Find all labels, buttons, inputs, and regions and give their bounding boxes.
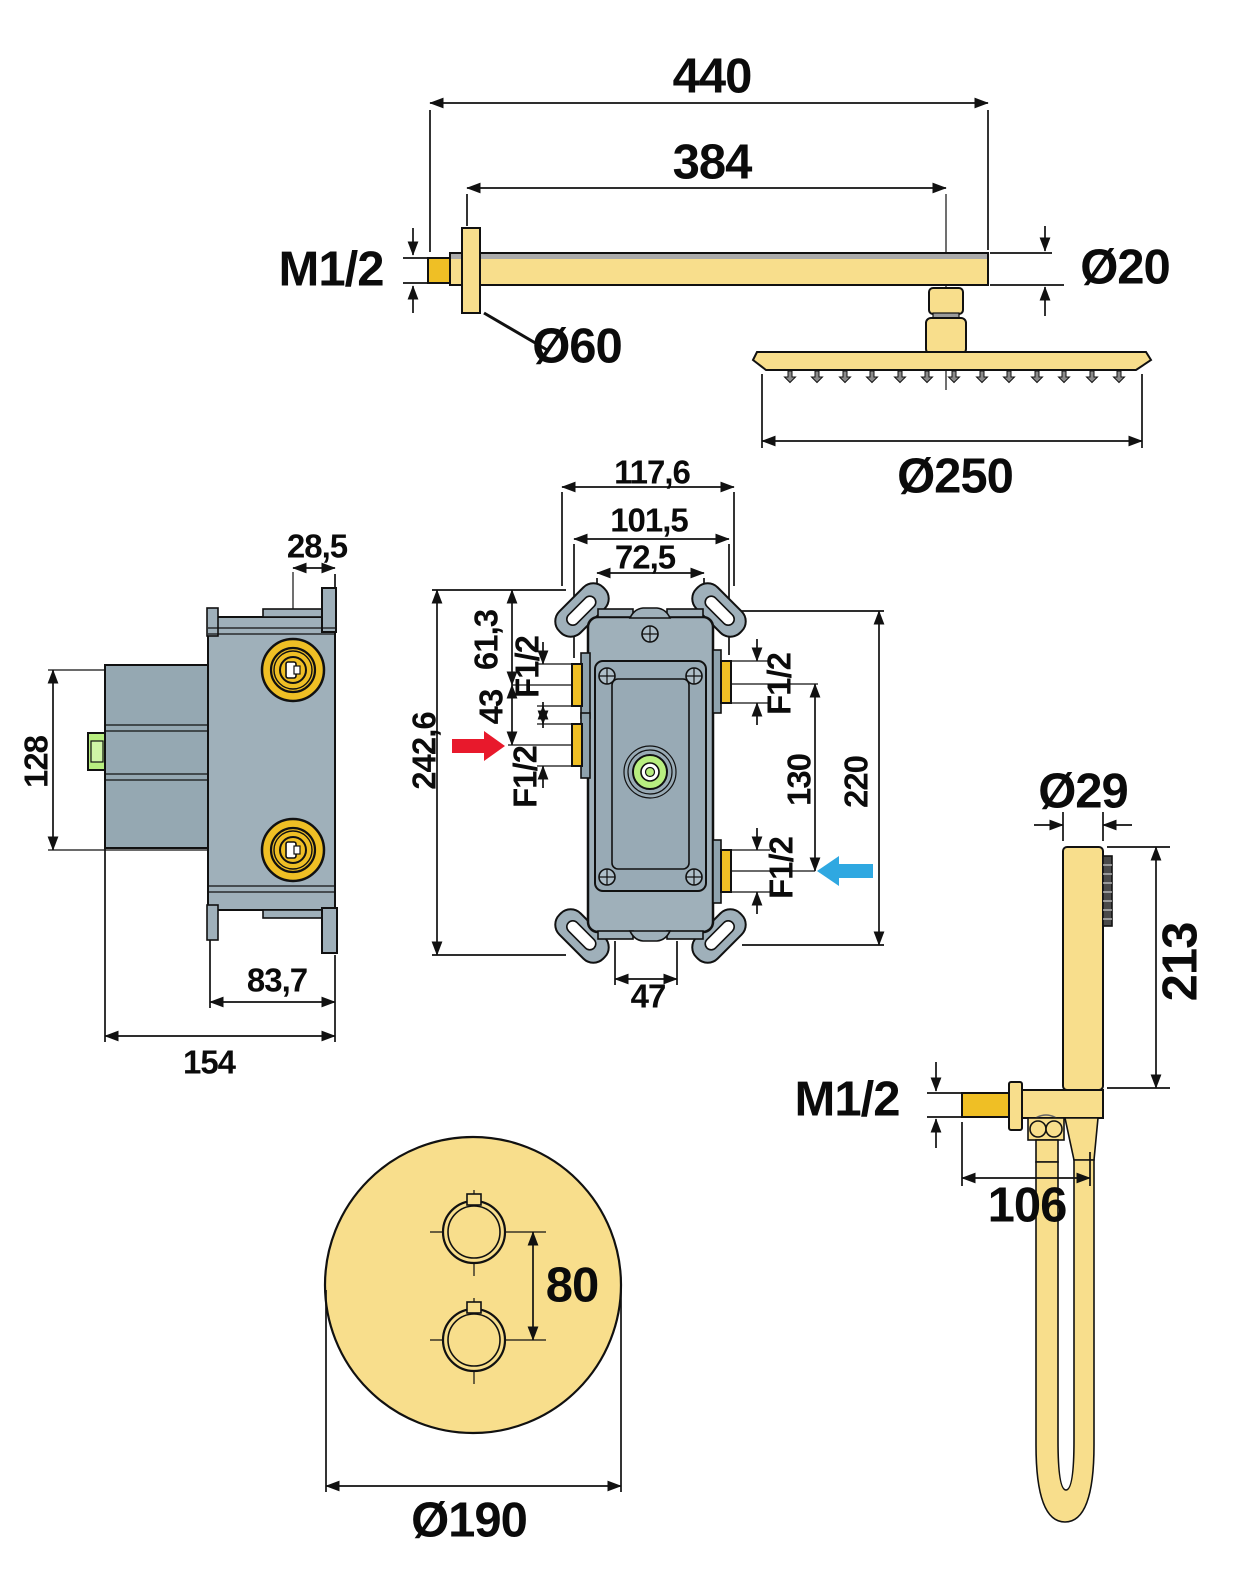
dim-label-upper-right-port-thread: F1/2	[760, 652, 798, 716]
cold-water-arrow-icon	[817, 856, 873, 886]
shower-hose	[1035, 1159, 1095, 1523]
dim-label-box-inner-width: 72,5	[614, 538, 676, 576]
shower-arm-figure	[403, 97, 1064, 390]
dim-label-lower-right-port-thread: F1/2	[762, 836, 800, 900]
trim-plate-figure	[323, 1135, 623, 1492]
dim-label-right-port-spacing: 130	[780, 753, 818, 807]
dim-label-head-diameter: Ø250	[897, 449, 1014, 504]
valve-box-side-view	[47, 562, 338, 1042]
dim-label-left-port-spacing: 43	[472, 689, 510, 725]
dim-label-top-to-upper-port: 61,3	[467, 609, 505, 671]
dim-label-flange-diameter: Ø60	[532, 319, 623, 374]
dim-label-handshower-wall-thread: M1/2	[794, 1072, 901, 1127]
dim-label-lower-left-port-thread: F1/2	[506, 745, 544, 809]
dim-label-side-overall-depth: 154	[182, 1043, 236, 1081]
dim-label-handshower-length: 213	[1153, 922, 1208, 1002]
hot-water-arrow-icon	[452, 731, 505, 761]
hand-shower-figure	[927, 812, 1170, 1523]
dim-label-side-port-spacing: 128	[17, 735, 55, 789]
dim-label-side-body-depth: 83,7	[246, 961, 308, 999]
dim-label-box-overall-width: 117,6	[614, 453, 691, 491]
dim-label-box-overall-height: 242,6	[405, 712, 443, 790]
dim-label-upper-left-port-thread: F1/2	[508, 635, 546, 699]
flange-leader-line	[483, 311, 550, 353]
valve-box-front-view	[431, 481, 885, 985]
dim-label-arm-wall-thread: M1/2	[278, 242, 385, 297]
dim-label-bracket-length: 106	[987, 1178, 1068, 1233]
dim-label-box-tab-height: 220	[837, 755, 875, 809]
dim-label-arm-diameter: Ø20	[1080, 240, 1171, 295]
dim-label-arm-inner-length: 384	[672, 135, 753, 190]
mounting-tab	[691, 908, 747, 964]
dim-label-box-port-width: 101,5	[610, 501, 689, 539]
dim-label-box-side-offset: 28,5	[286, 527, 348, 565]
dim-label-box-bottom-width: 47	[630, 977, 667, 1015]
shower-head-figure	[751, 351, 1153, 448]
dim-label-plate-diameter: Ø190	[411, 1493, 528, 1548]
dim-label-plate-handle-spacing: 80	[545, 1258, 600, 1313]
mounting-tab	[554, 582, 610, 638]
dim-label-handshower-diameter: Ø29	[1038, 764, 1129, 819]
dim-label-arm-length: 440	[672, 49, 753, 104]
